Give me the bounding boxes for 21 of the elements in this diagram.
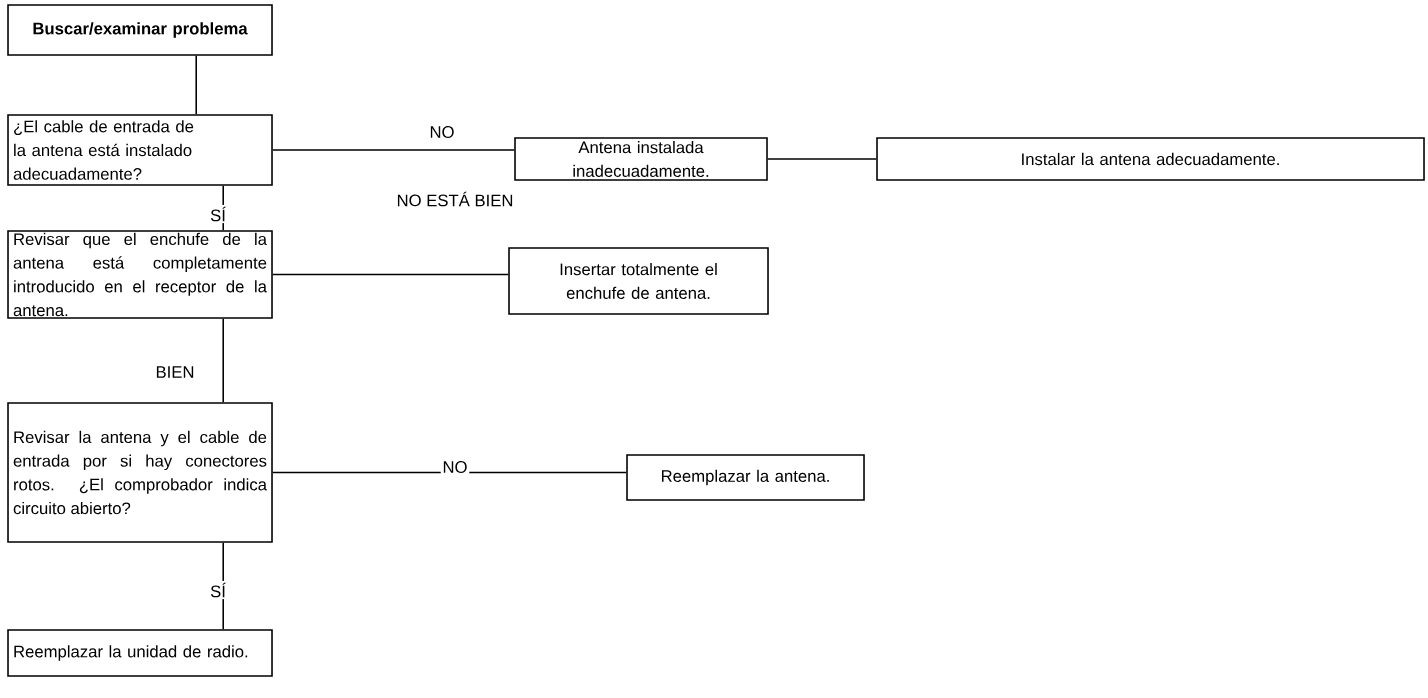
process-box: Revisar la antena y el cable de entrada por si hay conectores rotos. ¿El comprobador indica circuito abierto? xyxy=(7,402,273,543)
process-box: Buscar/examinar problema xyxy=(7,4,273,56)
process-box: Antena instalada inadecuadamente. xyxy=(514,137,768,181)
connector-line xyxy=(767,158,877,160)
process-box: Reemplazar la antena. xyxy=(626,454,865,501)
edge-label: NO ESTÁ BIEN xyxy=(394,189,516,209)
edge-label: BIEN xyxy=(153,364,197,380)
edge-label: SÍ xyxy=(208,580,228,600)
process-box: Reemplazar la unidad de radio. xyxy=(7,629,273,677)
edge-label: SÍ xyxy=(208,204,228,224)
edge-label: NO xyxy=(440,459,470,475)
process-box: Revisar que el enchufe de la antena está completamente introducido en el receptor de la antena. xyxy=(7,230,273,319)
process-box: Instalar la antena adecuadamente. xyxy=(876,137,1425,181)
edge-label: NO xyxy=(427,124,457,140)
connector-line xyxy=(272,149,515,151)
process-box: Insertar totalmente el enchufe de antena. xyxy=(508,247,769,315)
connector-line xyxy=(272,273,509,276)
connector-line xyxy=(222,318,224,403)
process-box: ¿El cable de entrada de la antena está instalado adecuadamente? xyxy=(7,114,273,186)
connector-line xyxy=(272,471,627,474)
connector-line xyxy=(195,55,197,115)
